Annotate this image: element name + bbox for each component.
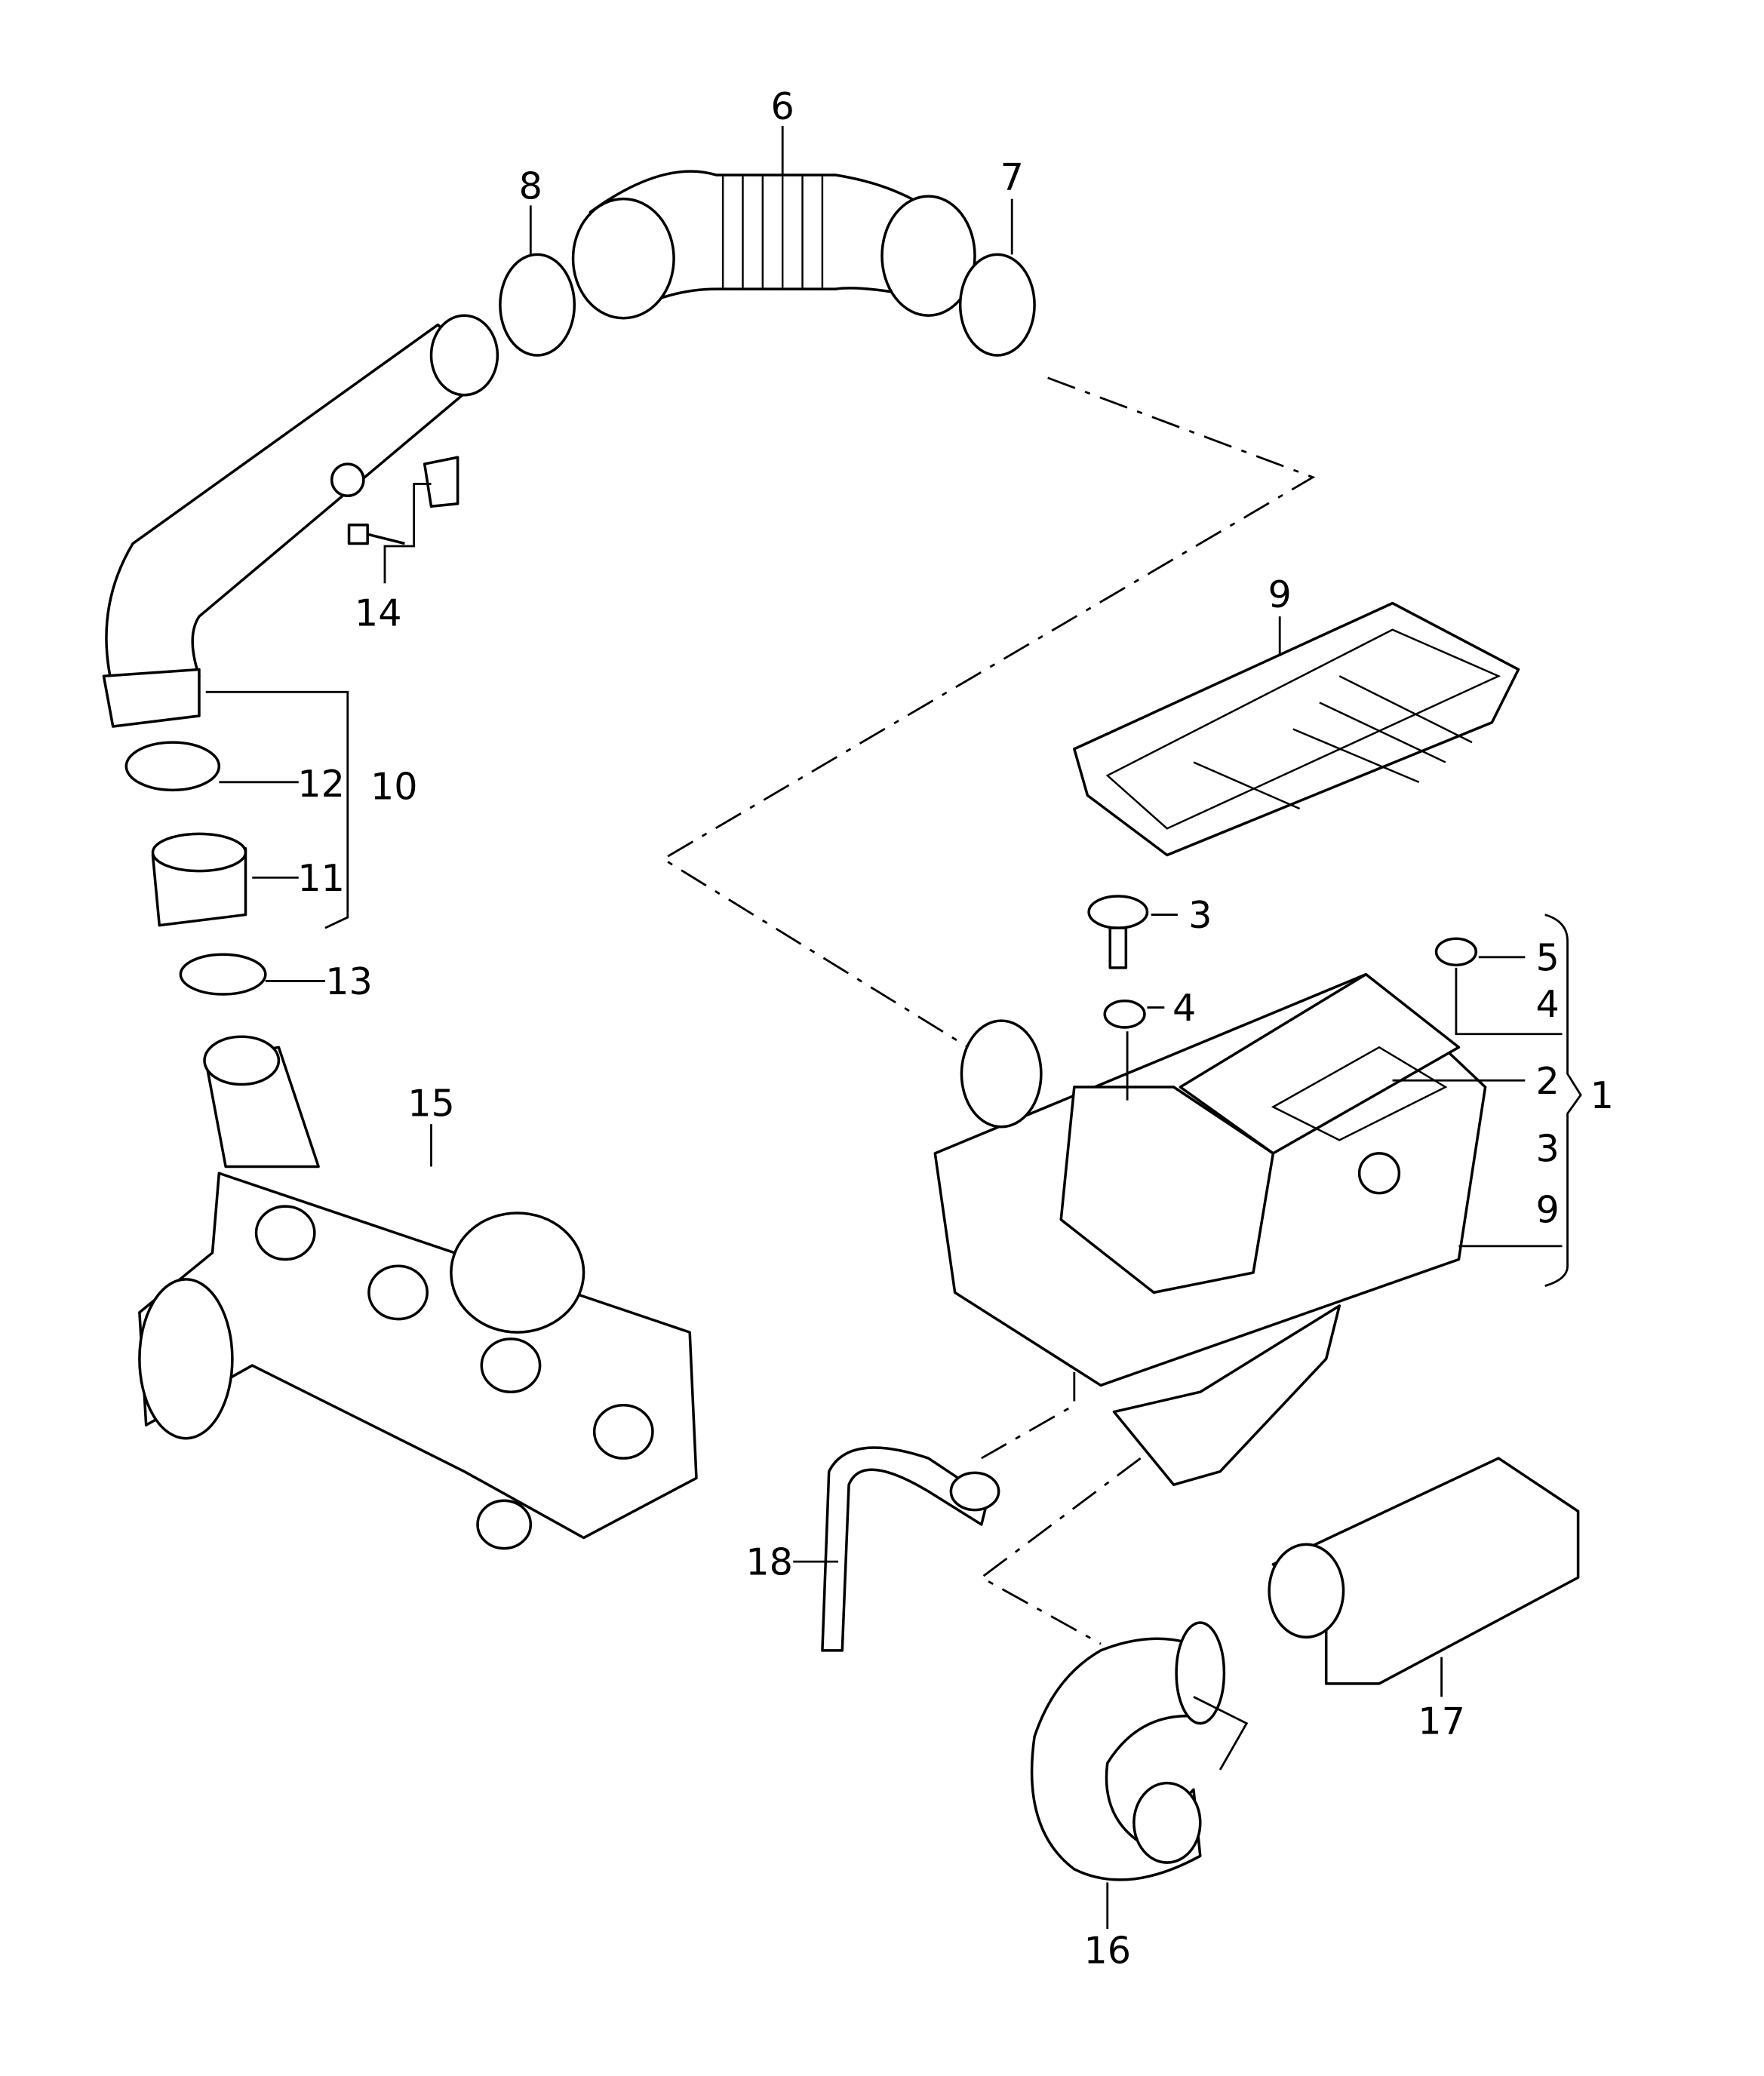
part-7-hose-clamp xyxy=(958,253,1036,357)
callout-3-top: 3 xyxy=(1188,893,1212,937)
callout-14: 14 xyxy=(355,591,402,634)
callout-2: 2 xyxy=(1536,1059,1560,1103)
part-4-grommet xyxy=(1103,1000,1146,1029)
callout-16: 16 xyxy=(1083,1929,1131,1973)
callout-5: 5 xyxy=(1536,935,1560,979)
part-11-connector xyxy=(151,832,247,927)
callout-12: 12 xyxy=(297,762,345,806)
leader-lines xyxy=(205,125,1582,1929)
callout-9-filter: 9 xyxy=(1268,573,1292,616)
callout-labels: 6 8 7 14 9 12 10 11 13 3 5 4 4 2 1 3 9 1… xyxy=(297,84,1614,1972)
part-14-bolt xyxy=(347,524,405,545)
part-9-filter-element xyxy=(1073,601,1520,857)
part-3-grommet-screw xyxy=(1087,895,1149,969)
part-13-hose-clamp xyxy=(179,953,267,996)
callout-6: 6 xyxy=(771,84,794,128)
part-8-hose-clamp xyxy=(499,253,576,357)
part-5-cap xyxy=(1434,937,1478,967)
part-18-breather-hose xyxy=(821,1446,1000,1652)
callout-18: 18 xyxy=(745,1540,793,1584)
part-17-intake-duct xyxy=(1268,1457,1580,1685)
callout-1: 1 xyxy=(1590,1073,1614,1117)
callout-15: 15 xyxy=(407,1082,455,1126)
callout-4-right: 4 xyxy=(1536,982,1560,1026)
part-12-hose-clamp xyxy=(124,741,221,792)
callout-7: 7 xyxy=(1000,155,1024,198)
part-1-air-filter-housing xyxy=(933,972,1487,1486)
callout-17: 17 xyxy=(1418,1700,1465,1743)
callout-3-right: 3 xyxy=(1536,1126,1560,1170)
part-16-intake-hose xyxy=(1030,1621,1226,1881)
callout-9-right: 9 xyxy=(1536,1187,1560,1231)
charge-air-pipe xyxy=(102,314,499,728)
callout-10: 10 xyxy=(370,765,418,809)
callout-13: 13 xyxy=(325,960,373,1003)
callout-11: 11 xyxy=(297,856,345,900)
callout-4-small: 4 xyxy=(1172,986,1196,1030)
part-15-turbocharger xyxy=(138,1035,698,1550)
callout-8: 8 xyxy=(519,164,542,208)
assembly-dashed-lines xyxy=(661,376,1316,1645)
part-6-corrugated-hose xyxy=(571,170,976,320)
